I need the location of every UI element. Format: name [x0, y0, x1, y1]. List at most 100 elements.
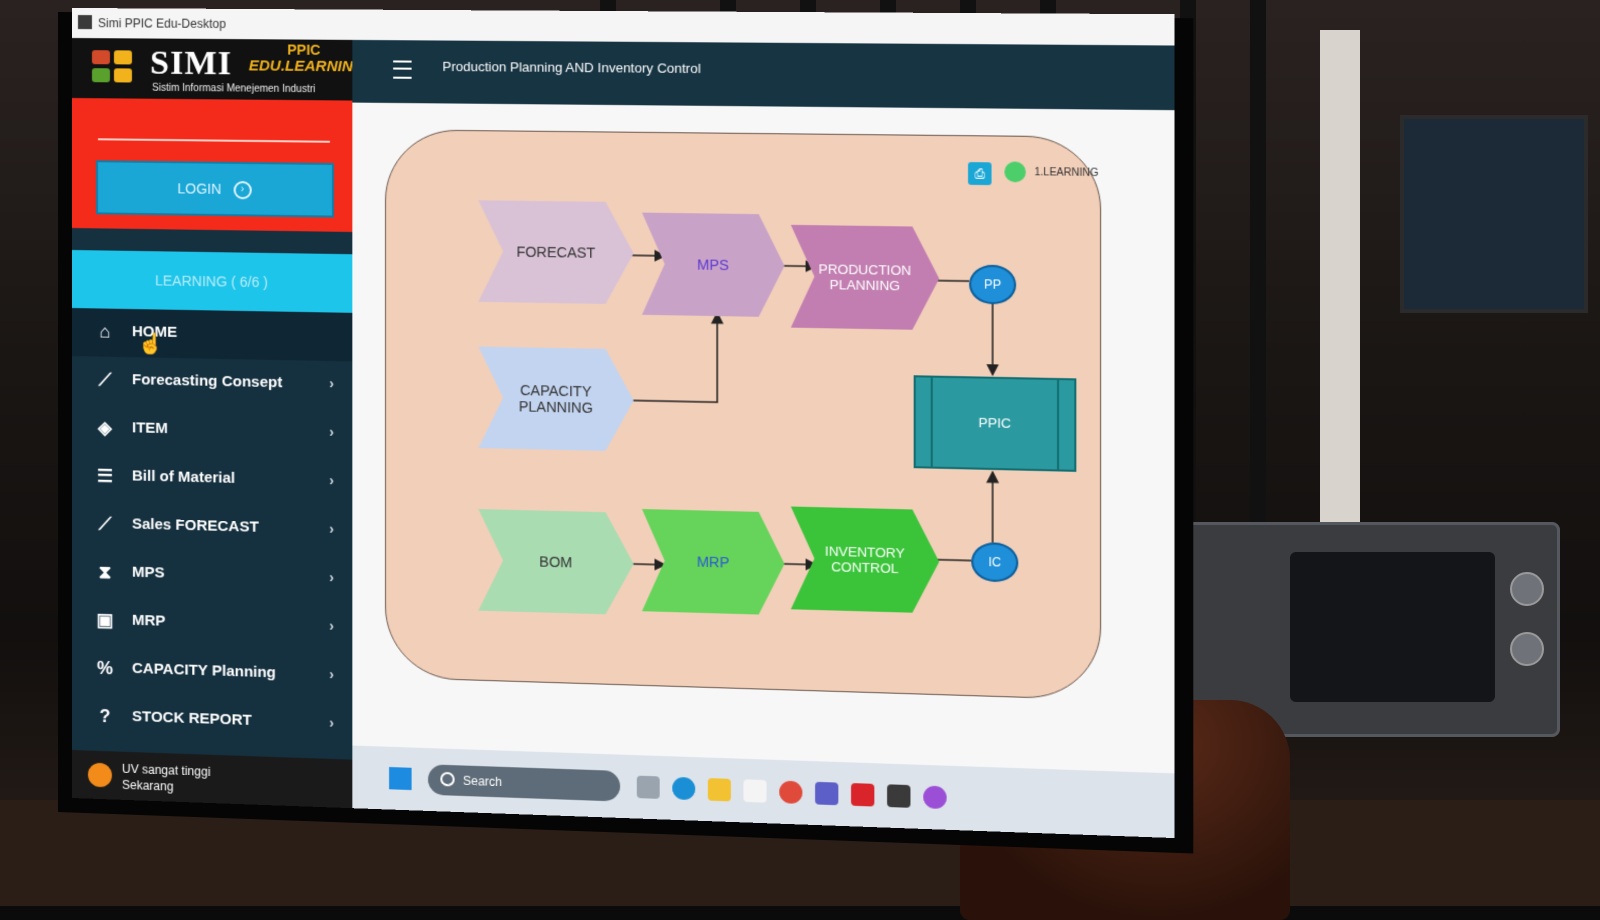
nav-item-stock-report[interactable]: ? STOCK REPORT › — [72, 692, 352, 750]
user-avatar[interactable] — [1004, 161, 1025, 182]
pp-node[interactable]: PP — [969, 265, 1016, 305]
ppic-node[interactable]: PPIC — [914, 375, 1077, 472]
arrow-bom-mrp — [629, 564, 664, 565]
forecast-label: FORECAST — [516, 243, 595, 260]
main-content: FORECAST MPS PRODUCTION PLANNING PP CAPA… — [352, 103, 1174, 838]
wps-office-icon[interactable] — [851, 783, 874, 806]
chevron-right-icon: › — [329, 472, 334, 488]
brand-subtitle: Sistim Informasi Menejemen Industri — [152, 83, 315, 95]
capacity-planning-line2: PLANNING — [519, 398, 593, 416]
ic-node[interactable]: IC — [971, 542, 1018, 583]
arrow-mrp-ic — [782, 564, 816, 565]
chevron-right-icon: › — [329, 569, 334, 585]
tag-icon: ◈ — [94, 416, 116, 439]
nav-label: MRP — [132, 612, 165, 630]
login-divider — [98, 138, 330, 143]
chrome-icon[interactable] — [779, 781, 802, 804]
ppic-flow-diagram: FORECAST MPS PRODUCTION PLANNING PP CAPA… — [385, 129, 1101, 700]
simi-app-icon[interactable] — [887, 784, 910, 808]
hand-cursor-icon: ☝ — [138, 331, 163, 357]
window-title: Simi PPIC Edu-Desktop — [98, 16, 226, 31]
brand-ppic: PPIC — [287, 41, 320, 57]
notification-title: UV sangat tinggi — [122, 762, 210, 779]
percent-icon: % — [94, 657, 116, 680]
page-title: Production Planning AND Inventory Contro… — [442, 59, 700, 76]
nav-label: Forecasting Consept — [132, 371, 282, 391]
arrow-capacity-mps — [629, 312, 717, 403]
login-label: LOGIN — [177, 180, 221, 197]
nav-label: Sales FORECAST — [132, 516, 259, 536]
clipboard-icon: ▣ — [94, 609, 116, 632]
login-panel: LOGIN › — [72, 98, 352, 232]
task-view-icon[interactable] — [637, 776, 660, 799]
capacity-planning-label: CAPACITY PLANNING — [519, 382, 593, 416]
chevron-right-icon: › — [329, 521, 334, 537]
chevron-right-icon: › — [329, 617, 334, 633]
learning-banner[interactable]: LEARNING ( 6/6 ) — [72, 250, 352, 313]
sidebar: SIMI PPIC EDU.LEARNING Sistim Informasi … — [72, 38, 352, 808]
hamburger-menu-icon[interactable] — [393, 60, 411, 78]
nav-label: ITEM — [132, 419, 168, 437]
nav-item-forecasting-consept[interactable]: ⟋ Forecasting Consept › — [72, 356, 352, 410]
windows-start-icon[interactable] — [389, 767, 412, 790]
production-planning-label: PRODUCTION PLANNING — [819, 261, 912, 293]
search-icon — [440, 772, 454, 787]
notepad-icon[interactable] — [743, 779, 766, 802]
weather-notification[interactable]: UV sangat tinggi Sekarang — [72, 750, 352, 808]
nav-label: CAPACITY Planning — [132, 660, 276, 682]
line-pp-circle — [937, 281, 969, 282]
taskbar-search[interactable]: Search — [428, 764, 620, 801]
arrow-forecast-mps — [629, 255, 664, 256]
bom-label: BOM — [539, 553, 572, 570]
nav-item-mps[interactable]: ⧗ MPS › — [72, 548, 352, 604]
login-button[interactable]: LOGIN › — [96, 160, 334, 217]
simi-logo-icon — [92, 50, 134, 86]
line-ic-circle — [937, 560, 971, 561]
wall-picture — [1400, 115, 1588, 313]
mps-label: MPS — [697, 256, 729, 273]
mrp-label: MRP — [697, 553, 730, 570]
nav-item-mrp[interactable]: ▣ MRP › — [72, 596, 352, 653]
chevron-right-icon: › — [329, 424, 334, 440]
nav-item-bill-of-material[interactable]: ☰ Bill of Material › — [72, 452, 352, 507]
file-explorer-icon[interactable] — [708, 778, 731, 801]
user-name: 1.LEARNING — [1034, 167, 1098, 179]
app-icon — [78, 15, 92, 29]
production-planning-line1: PRODUCTION — [819, 261, 912, 278]
arrow-right-icon: › — [233, 181, 251, 199]
microwave-window — [1290, 552, 1495, 702]
hourglass-icon: ⧗ — [94, 561, 116, 584]
microwave-knob — [1510, 632, 1544, 666]
stair-rail — [1250, 0, 1266, 560]
search-label: Search — [463, 774, 502, 790]
chevron-right-icon: › — [329, 375, 334, 391]
edge-browser-icon[interactable] — [672, 777, 695, 800]
wall-post — [1320, 30, 1360, 530]
brand-name: SIMI — [150, 45, 232, 84]
nav-item-item[interactable]: ◈ ITEM › — [72, 404, 352, 458]
printer-icon[interactable]: ⎙ — [968, 162, 992, 185]
chevron-right-icon: › — [329, 714, 334, 730]
chevron-right-icon: › — [329, 666, 334, 682]
brand-header: SIMI PPIC EDU.LEARNING Sistim Informasi … — [72, 38, 352, 101]
nav-label: STOCK REPORT — [132, 708, 252, 729]
home-icon: ⌂ — [94, 320, 116, 342]
list-icon: ☰ — [94, 465, 116, 488]
microwave-knob — [1510, 572, 1544, 606]
podcast-icon[interactable] — [923, 786, 946, 810]
app-header: Production Planning AND Inventory Contro… — [352, 40, 1174, 110]
nav-item-sales-forecast[interactable]: ⟋ Sales FORECAST › — [72, 500, 352, 555]
line-chart-icon: ⟋ — [94, 513, 116, 536]
uv-sun-icon — [88, 763, 112, 788]
teams-icon[interactable] — [815, 782, 838, 805]
nav-label: Bill of Material — [132, 467, 235, 487]
capacity-planning-line1: CAPACITY — [520, 382, 591, 400]
inventory-control-label: INVENTORY CONTROL — [825, 543, 905, 576]
production-planning-line2: PLANNING — [830, 277, 900, 294]
line-chart-icon: ⟋ — [94, 368, 116, 390]
brand-edu: EDU.LEARNING — [249, 57, 365, 75]
inventory-control-line2: CONTROL — [831, 559, 898, 576]
nav-item-home[interactable]: ⌂ HOME — [72, 308, 352, 361]
user-bar: ⎙ 1.LEARNING — [968, 158, 1118, 191]
app-window: Simi PPIC Edu-Desktop SIMI PPIC EDU.LEAR… — [72, 8, 1175, 838]
